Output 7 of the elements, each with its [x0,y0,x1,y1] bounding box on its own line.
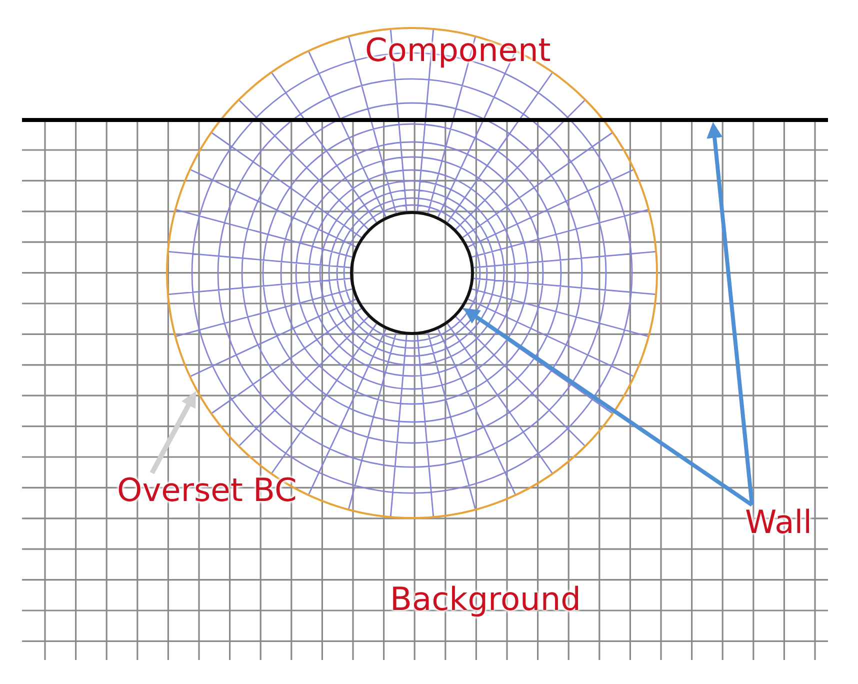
arrow [706,122,754,506]
callout-label: Wall [745,504,812,541]
arrow [463,308,754,507]
arrow [150,391,196,474]
cylinder-wall [350,211,474,335]
callout-label: Overset BC [117,472,297,509]
region-label: Background [390,581,581,618]
